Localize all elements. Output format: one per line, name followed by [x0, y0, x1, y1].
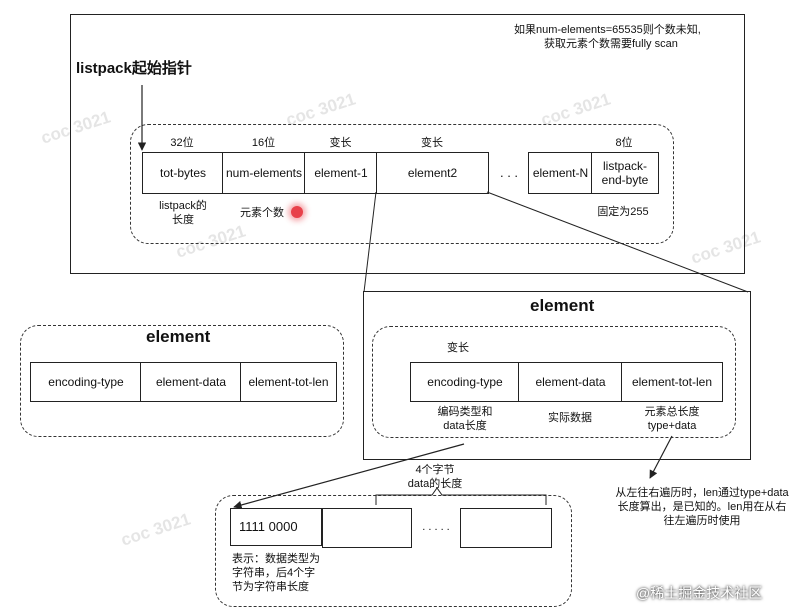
size-label: 16位 [251, 137, 276, 149]
last-byte-cell [460, 508, 552, 548]
listpack-group [130, 124, 674, 244]
encoding-desc: 编码类型和 data长度 [437, 406, 493, 432]
tot-bytes-desc: listpack的 长度 [159, 200, 207, 226]
right-element-group [372, 326, 736, 438]
top-note-line-1: 如果num-elements=65535则个数未知, [514, 24, 701, 36]
top-note-line-2: 获取元素个数需要fully scan [544, 38, 678, 50]
traverse-note: 从左往右遍历时，len通过type+data 长度算出，是已知的。len用在从右… [615, 487, 789, 527]
element-n-cell: element-N [528, 152, 593, 194]
right-element-tot-len-cell: element-tot-len [621, 362, 723, 402]
left-element-title: element [146, 327, 211, 346]
bytes-desc: 表示：数据类型为 字符串，后4个字 节为字符串长度 [232, 553, 320, 593]
tot-bytes-cell: tot-bytes [142, 152, 224, 194]
right-element-title: element [530, 296, 595, 315]
data-desc: 实际数据 [548, 412, 592, 424]
left-element-tot-len-cell: element-tot-len [240, 362, 337, 402]
num-elements-desc: 元素个数 [240, 207, 284, 219]
pointer-label: listpack起始指针 [76, 60, 192, 77]
element-detail-frame [363, 291, 751, 460]
right-element-data-cell: element-data [518, 362, 623, 402]
bytes-ellipsis: . . . . . [422, 521, 450, 533]
left-element-group [20, 325, 344, 437]
zoom-line-left [363, 191, 377, 293]
cursor-highlight [291, 206, 303, 218]
encoding-arrow [233, 443, 465, 510]
right-encoding-type-cell: encoding-type [410, 362, 520, 402]
listpack-frame [70, 14, 745, 274]
first-byte-cell: 1111 0000 [230, 508, 322, 546]
brace-label: 4个字节 data的长度 [407, 464, 463, 490]
tot-len-desc: 元素总长度 type+data [644, 406, 700, 432]
listpack-end-byte-cell: listpack- end-byte [591, 152, 659, 194]
size-label: 8位 [615, 137, 633, 149]
left-encoding-type-cell: encoding-type [30, 362, 142, 402]
element2-cell: element2 [376, 152, 489, 194]
end-byte-desc: 固定为255 [597, 206, 649, 218]
zoom-line-right [486, 191, 749, 293]
ellipsis: . . . [499, 165, 519, 180]
size-label: 变长 [421, 137, 443, 149]
bytes-brace [375, 487, 547, 505]
tot-len-arrow [649, 435, 673, 479]
element-1-cell: element-1 [304, 152, 378, 194]
top-note: 如果num-elements=65535则个数未知, 获取元素个数需要fully… [514, 23, 734, 51]
byte-cell [322, 508, 412, 548]
size-label: 32位 [170, 137, 194, 149]
size-label: 变长 [329, 137, 352, 149]
brand-watermark: @稀土掘金技术社区 [636, 585, 763, 601]
num-elements-cell: num-elements [222, 152, 306, 194]
left-element-data-cell: element-data [140, 362, 242, 402]
var-length-label: 变长 [447, 342, 469, 354]
